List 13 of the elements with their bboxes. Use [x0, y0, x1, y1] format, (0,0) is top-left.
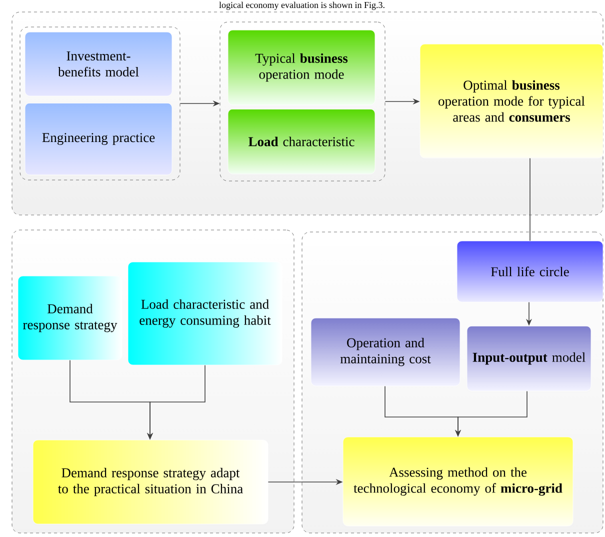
process-box: Assessing method on the technological economy of micro-grid: [342, 436, 574, 526]
caption-text: logical economy evaluation is shown in Fig.3.: [219, 2, 384, 10]
process-box: Input-output model: [466, 326, 592, 392]
process-box: Demand response strategy adapt to the practical situation in China: [32, 440, 268, 524]
process-box: Demand response strategy: [18, 276, 122, 360]
process-box: Load characteristic: [228, 108, 376, 174]
process-box: Optimal business operation mode for typical areas and consumers: [420, 44, 604, 158]
process-box: Engineering practice: [24, 102, 172, 176]
process-box: Load characteristic and energy consuming habit: [128, 262, 282, 366]
process-box: Full life circle: [456, 240, 604, 302]
process-box: Operation and maintaining cost: [310, 318, 460, 386]
process-box: Typical business operation mode: [228, 30, 376, 106]
process-box: Investment-benefits model: [24, 32, 172, 96]
